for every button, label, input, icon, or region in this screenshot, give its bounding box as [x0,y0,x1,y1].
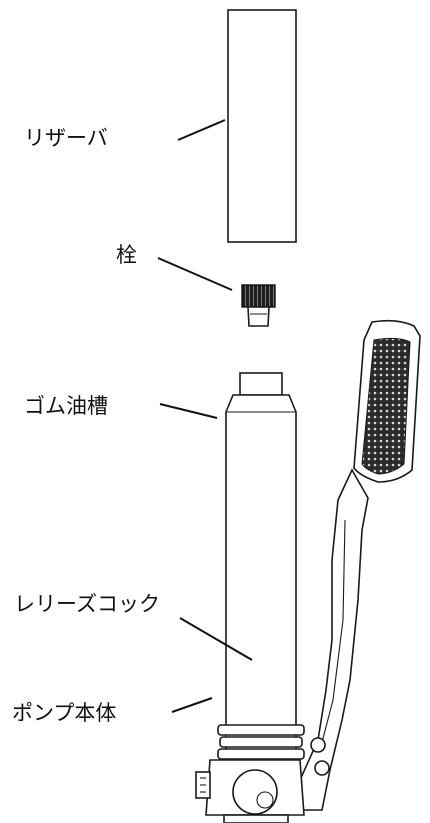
pump-body-label: ポンプ本体 [12,701,116,725]
rubber-tank-part [225,372,297,771]
pump-body-leader-line [171,697,213,713]
rubber-tank-label: ゴム油槽 [24,394,108,418]
reservoir-tube [227,9,297,243]
plug-leader-line [157,257,233,291]
release-cock-label: レリーズコック [14,592,160,616]
release-cock-leader-line [179,617,253,661]
handle-grip-knurl [361,337,411,475]
plug-part [241,284,276,327]
plug-label: 栓 [116,243,137,267]
pump-handle [299,319,421,811]
reservoir-leader-line [177,119,226,141]
reservoir-label: リザーバ [24,126,108,150]
pump-body-part [195,724,305,823]
rubber-tank-leader-line [159,403,218,419]
